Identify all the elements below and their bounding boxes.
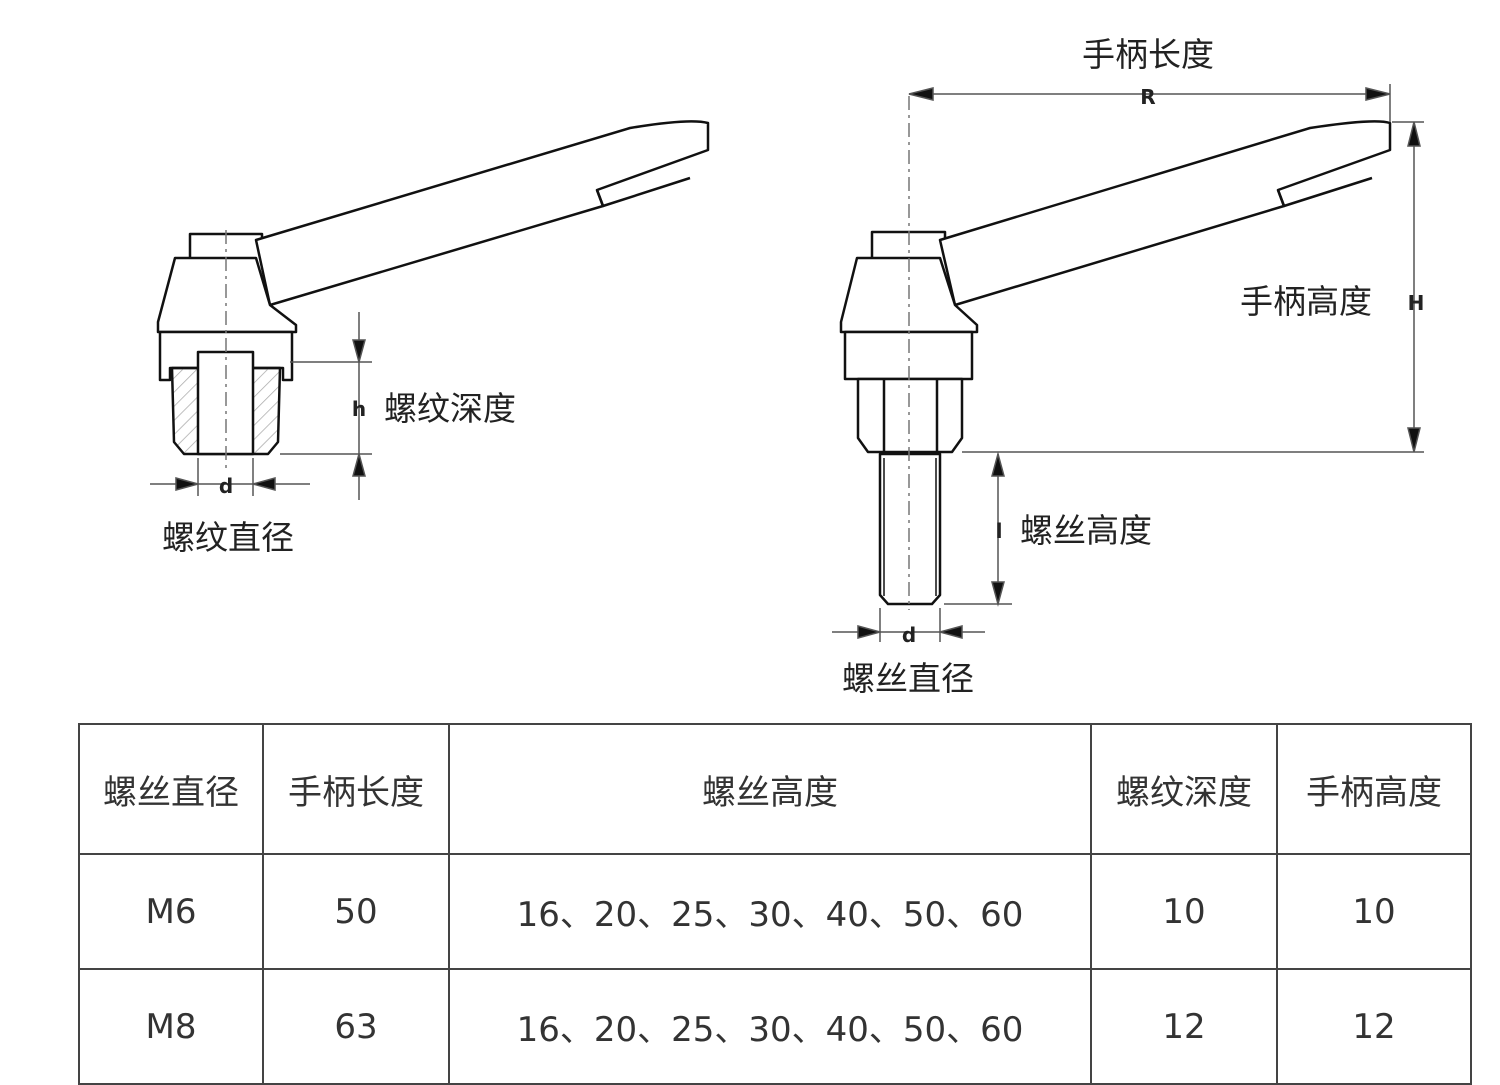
table-row: M6 50 16、20、25、30、40、50、60 10 10 xyxy=(78,853,1472,970)
cell-screw-height: 16、20、25、30、40、50、60 xyxy=(448,853,1092,970)
handle-height-symbol: H xyxy=(1408,291,1425,315)
header-handle-length: 手柄长度 xyxy=(262,723,450,855)
cell-handle-length: 63 xyxy=(262,968,450,1085)
handle-length-symbol: R xyxy=(1140,85,1155,109)
thread-diameter-dimension xyxy=(150,458,310,496)
handle-height-label: 手柄高度 xyxy=(1240,282,1372,321)
thread-diameter-symbol: d xyxy=(219,474,233,498)
header-screw-height: 螺丝高度 xyxy=(448,723,1092,855)
cell-screw-diameter: M6 xyxy=(78,853,264,970)
screw-height-symbol: l xyxy=(996,519,1003,543)
header-screw-diameter: 螺丝直径 xyxy=(78,723,264,855)
handle-length-dimension xyxy=(908,84,1391,122)
cell-thread-depth: 10 xyxy=(1090,853,1278,970)
cell-handle-height: 10 xyxy=(1276,853,1472,970)
handle-length-label: 手柄长度 xyxy=(1082,35,1214,74)
thread-depth-symbol: h xyxy=(352,397,366,421)
cell-handle-length: 50 xyxy=(262,853,450,970)
spec-table: 螺丝直径 手柄长度 螺丝高度 螺纹深度 手柄高度 M6 50 16、20、25、… xyxy=(78,723,1472,1085)
header-handle-height: 手柄高度 xyxy=(1276,723,1472,855)
cell-screw-height: 16、20、25、30、40、50、60 xyxy=(448,968,1092,1085)
table-header-row: 螺丝直径 手柄长度 螺丝高度 螺纹深度 手柄高度 xyxy=(78,723,1472,855)
handle-height-dimension xyxy=(962,121,1424,453)
cell-screw-diameter: M8 xyxy=(78,968,264,1085)
screw-height-dimension xyxy=(944,451,1012,607)
cell-handle-height: 12 xyxy=(1276,968,1472,1085)
screw-diameter-dimension xyxy=(832,608,985,642)
thread-depth-label: 螺纹深度 xyxy=(384,389,516,428)
thread-depth-dimension xyxy=(280,312,372,500)
screw-height-label: 螺丝高度 xyxy=(1020,511,1152,550)
table-row: M8 63 16、20、25、30、40、50、60 12 12 xyxy=(78,968,1472,1085)
technical-drawing: h 螺纹深度 d 螺纹直径 xyxy=(150,35,1425,698)
screw-diameter-label: 螺丝直径 xyxy=(842,659,974,698)
cell-thread-depth: 12 xyxy=(1090,968,1278,1085)
screw-diameter-symbol: d xyxy=(902,623,916,647)
header-thread-depth: 螺纹深度 xyxy=(1090,723,1278,855)
thread-diameter-label: 螺纹直径 xyxy=(162,518,294,557)
